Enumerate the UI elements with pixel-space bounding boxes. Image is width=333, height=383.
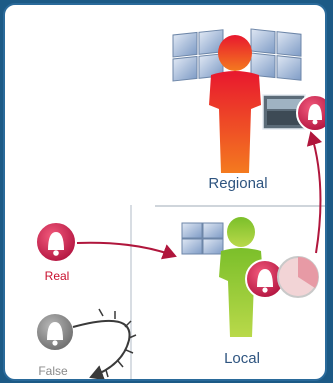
clock-pie-icon	[277, 256, 319, 298]
real-alarm-arrow	[76, 241, 177, 260]
escalation-arrow	[306, 131, 323, 254]
regional-alarm-bell-icon	[296, 94, 325, 132]
false-alarm-dismiss-arrow	[72, 319, 131, 379]
local-label: Local	[224, 350, 260, 367]
false-alarm-bell-icon[interactable]	[35, 312, 75, 352]
false-label: False	[38, 364, 68, 378]
regional-person-icon	[209, 35, 261, 173]
diagram-frame: Regional Real Local False	[3, 3, 327, 381]
real-label: Real	[45, 269, 70, 283]
alarm-flow-diagram: Regional Real Local False	[35, 28, 325, 379]
regional-label: Regional	[208, 175, 267, 192]
barb-marks	[98, 308, 137, 378]
real-alarm-bell-icon[interactable]	[35, 221, 77, 263]
local-video-wall-icon	[181, 222, 224, 255]
camera-thumbnail-icon	[262, 94, 306, 130]
regional-video-wall-icon	[172, 28, 302, 82]
